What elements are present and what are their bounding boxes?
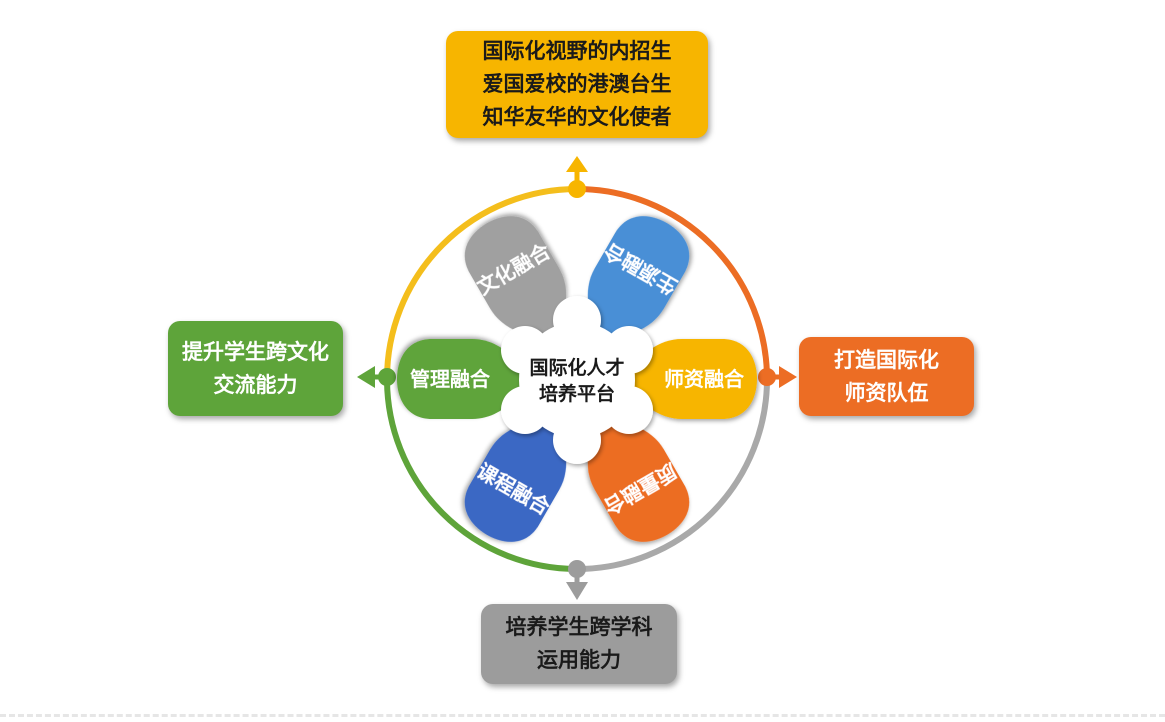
output-right-line2: 师资队伍: [844, 380, 929, 405]
petal-group: 文化融合生源融合师资融合质量融合课程融合 管理融合: [397, 216, 757, 542]
output-box-bottom: 培养学生跨学科 运用能力: [481, 604, 677, 684]
arrow-left-icon: [357, 366, 375, 388]
arrow-right-icon: [779, 366, 797, 388]
arrow-up-icon: [566, 156, 588, 172]
output-left-line1: 提升学生跨文化: [182, 339, 329, 364]
petal-course: 课程融合: [464, 417, 567, 542]
output-left-line2: 交流能力: [213, 372, 298, 397]
arrow-down-icon: [566, 582, 588, 600]
output-top-line3: 知华友华的文化使者: [482, 105, 672, 129]
output-bottom-line2: 运用能力: [537, 648, 621, 672]
center-title-line2: 培养平台: [539, 382, 615, 405]
petal-management: 管理融合: [397, 339, 532, 419]
outer-ring: [384, 186, 770, 572]
output-right-line1: 打造国际化: [834, 347, 939, 372]
ring-nodes: [378, 180, 776, 578]
ring-node-left: [378, 368, 396, 386]
petal-shape: [397, 339, 532, 419]
output-box-right: 打造国际化 师资队伍: [799, 337, 974, 416]
petal-source: 生源融合: [587, 216, 690, 341]
output-box-top: 国际化视野的内招生 爱国爱校的港澳台生 知华友华的文化使者: [446, 31, 708, 138]
output-box-left: 提升学生跨文化 交流能力: [168, 321, 343, 416]
output-top-line2: 爱国爱校的港澳台生: [482, 72, 672, 96]
center-hub: [501, 296, 653, 464]
petal-shape: [587, 216, 690, 341]
ring-node-top: [568, 180, 586, 198]
ring-arc-bottom-left: [384, 378, 578, 572]
petal-faculty: 师资融合: [622, 339, 757, 419]
petal-shape: [464, 417, 567, 542]
center-title-line1: 国际化人才: [529, 356, 624, 379]
petal-shape: [587, 417, 690, 542]
petal-label: 师资融合: [664, 367, 745, 391]
footer-divider: [0, 714, 1165, 717]
petal-shape: [622, 339, 757, 419]
petal-quality: 质量融合: [587, 417, 690, 542]
petal-culture: 文化融合: [464, 216, 567, 341]
petal-label: 管理融合: [410, 367, 491, 391]
output-bottom-line1: 培养学生跨学科: [505, 615, 653, 639]
ring-arc-bottom-right: [576, 378, 770, 572]
ring-arc-top-right: [576, 186, 770, 380]
ring-node-bottom: [568, 560, 586, 578]
output-top-line1: 国际化视野的内招生: [482, 39, 672, 63]
petal-shape: [464, 216, 567, 341]
ring-node-right: [758, 368, 776, 386]
ring-arc-top-left: [384, 186, 578, 380]
